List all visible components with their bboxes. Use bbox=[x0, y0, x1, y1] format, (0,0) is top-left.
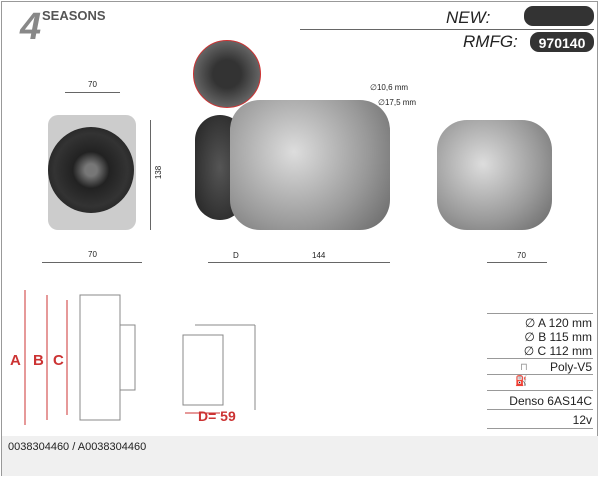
spec-dia-a: ∅ A 120 mm bbox=[524, 316, 592, 330]
dim-line bbox=[208, 262, 390, 263]
dim-right-width: 70 bbox=[517, 251, 526, 260]
rmfg-value: 970140 bbox=[530, 32, 594, 52]
spec-divider bbox=[487, 313, 593, 314]
conn-dia-2: ∅17,5 mm bbox=[378, 98, 417, 107]
dim-line bbox=[65, 92, 120, 93]
spec-belt: Poly-V5 bbox=[549, 360, 592, 374]
oil-can-icon: ⛽ bbox=[515, 376, 528, 387]
spec-divider bbox=[487, 358, 593, 359]
rmfg-label: RMFG: bbox=[463, 32, 518, 51]
dim-line bbox=[150, 120, 151, 230]
spec-voltage: 12v bbox=[572, 413, 592, 427]
conn-dia-1: ∅10,6 mm bbox=[370, 83, 409, 92]
spec-dia-c: ∅ C 112 mm bbox=[523, 344, 592, 358]
spec-divider bbox=[487, 374, 593, 375]
dia-a-label: A bbox=[10, 352, 21, 369]
spec-divider bbox=[487, 428, 593, 429]
dim-height: 138 bbox=[154, 165, 164, 180]
dim-d-value: D= 59 bbox=[198, 408, 236, 424]
compressor-front-photo bbox=[48, 115, 136, 230]
spec-divider bbox=[487, 409, 593, 410]
header-divider bbox=[300, 29, 594, 30]
belt-icon: ⊓ bbox=[520, 362, 528, 373]
new-value bbox=[524, 6, 594, 26]
dim-d-label: D bbox=[233, 251, 239, 260]
connector-detail bbox=[193, 40, 261, 108]
spec-model: Denso 6AS14C bbox=[509, 394, 592, 408]
dim-line bbox=[42, 262, 142, 263]
spec-divider bbox=[487, 390, 593, 391]
dim-top-width: 70 bbox=[88, 80, 97, 89]
spec-dia-b: ∅ B 115 mm bbox=[524, 330, 592, 344]
compressor-rear-photo bbox=[437, 120, 552, 230]
dia-c-label: C bbox=[53, 352, 64, 369]
dim-line bbox=[487, 262, 547, 263]
brand-name: SEASONS bbox=[42, 8, 106, 23]
logo-4-icon: 4 bbox=[20, 6, 42, 48]
new-label: NEW: bbox=[446, 8, 491, 27]
pulley-diagram bbox=[24, 290, 256, 425]
dia-b-label: B bbox=[33, 352, 44, 369]
footer: 0038304460 / A0038304460 bbox=[2, 436, 598, 476]
oem-references: 0038304460 / A0038304460 bbox=[8, 441, 147, 453]
dim-length: 144 bbox=[312, 251, 326, 260]
dim-bottom-width: 70 bbox=[88, 250, 97, 259]
compressor-side-photo bbox=[230, 100, 390, 230]
